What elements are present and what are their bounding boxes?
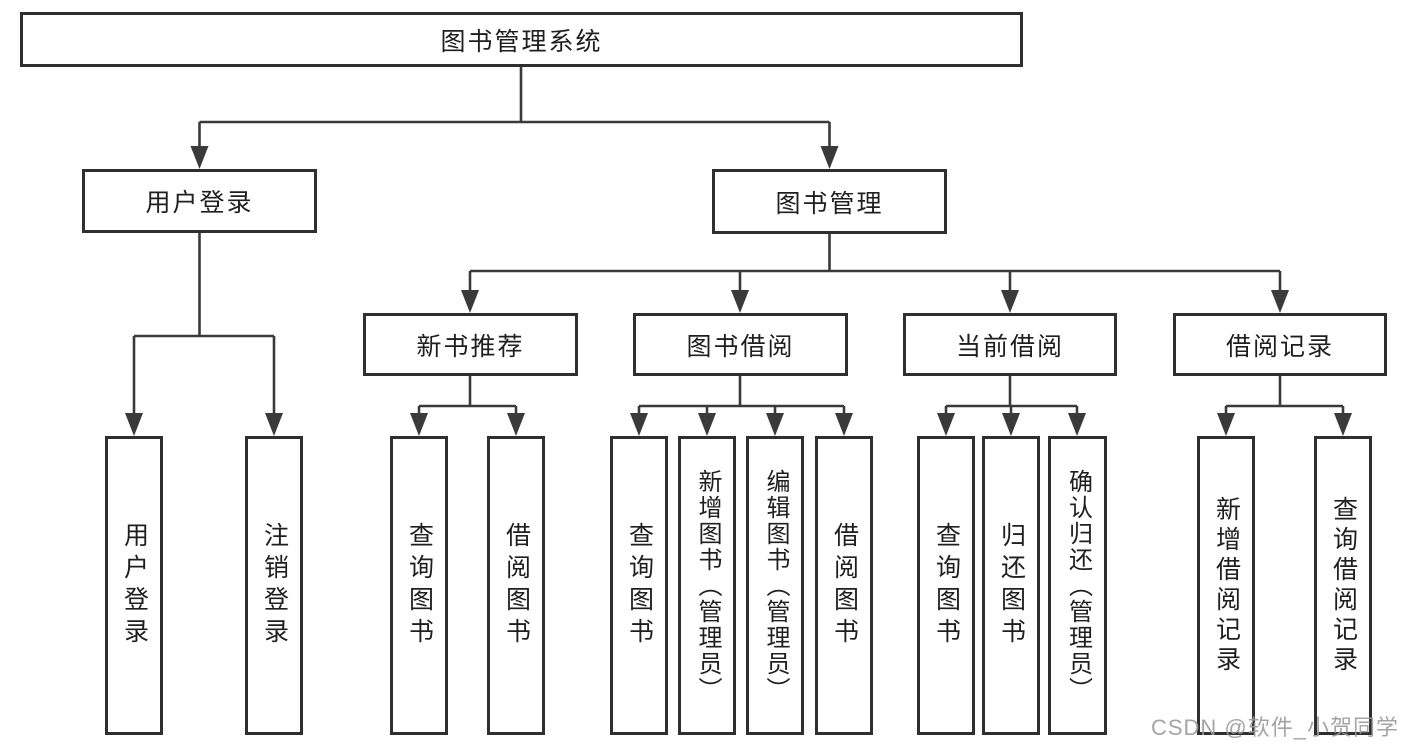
leaf-user-login: 用户登录 bbox=[105, 436, 163, 735]
leaf-add-borrow-record: 新增借阅记录 bbox=[1197, 436, 1255, 735]
csdn-watermark: CSDN @软件_小贺同学 bbox=[1150, 715, 1399, 740]
node-book-management-module: 图书管理 bbox=[712, 169, 947, 234]
edge-root-to-branches bbox=[190, 67, 839, 169]
leaf-return-books: 归还图书 bbox=[982, 436, 1040, 735]
edge-book-management-children bbox=[461, 234, 1289, 313]
leaf-edit-books-admin: 编辑图书（管理员） bbox=[746, 436, 804, 735]
node-book-borrow: 图书借阅 bbox=[633, 313, 848, 376]
leaf-query-books-borrow: 查询图书 bbox=[610, 436, 668, 735]
leaf-add-books-admin: 新增图书（管理员） bbox=[678, 436, 736, 735]
leaf-borrow-books: 借阅图书 bbox=[815, 436, 873, 735]
leaf-logout: 注销登录 bbox=[245, 436, 303, 735]
edge-book-borrow-children bbox=[630, 376, 853, 436]
node-user-login-module: 用户登录 bbox=[82, 169, 317, 233]
node-borrow-records: 借阅记录 bbox=[1173, 313, 1387, 376]
edge-current-borrow-children bbox=[937, 376, 1086, 436]
edge-new-book-children bbox=[410, 376, 525, 436]
edge-borrow-records-children bbox=[1217, 376, 1352, 436]
node-library-system: 图书管理系统 bbox=[20, 12, 1023, 67]
leaf-query-books-recommend: 查询图书 bbox=[390, 436, 448, 735]
node-new-book-recommend: 新书推荐 bbox=[363, 313, 578, 376]
leaf-query-borrow-record: 查询借阅记录 bbox=[1314, 436, 1372, 735]
leaf-confirm-return-admin: 确认归还（管理员） bbox=[1048, 436, 1107, 735]
leaf-query-books-current: 查询图书 bbox=[917, 436, 975, 735]
node-current-borrow: 当前借阅 bbox=[903, 313, 1117, 376]
leaf-borrow-books-recommend: 借阅图书 bbox=[487, 436, 545, 735]
edge-user-login-children bbox=[125, 233, 283, 436]
